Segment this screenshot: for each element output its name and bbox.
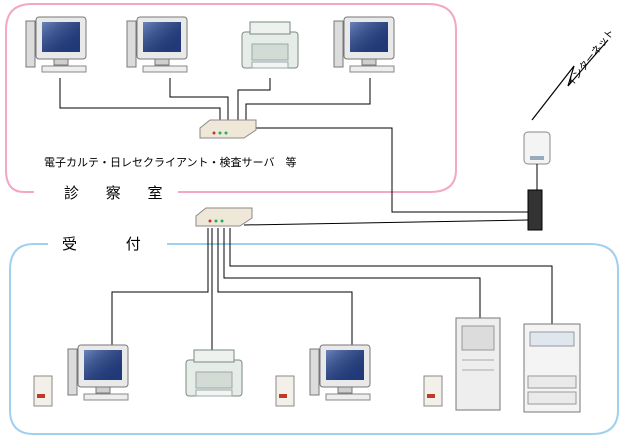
reception-cables [111, 219, 553, 350]
pc-icon [25, 16, 87, 73]
pc-icon [309, 344, 371, 401]
printer-icon [185, 349, 243, 397]
reception-border [9, 243, 619, 435]
tower-server-icon [455, 317, 501, 411]
internet-link [523, 39, 609, 231]
exam-cables [59, 78, 528, 213]
lightning-icon [531, 39, 609, 121]
server-icon [527, 189, 543, 231]
pc-icon [126, 16, 188, 73]
printer-icon [241, 21, 299, 69]
ups-icon [423, 375, 443, 407]
reception-label: 受 付 [58, 233, 167, 254]
exam-room-caption: 電子カルテ・日レセクライアント・検査サーバ 等 [44, 156, 297, 169]
router-icon [195, 207, 253, 227]
router-icon [199, 119, 257, 139]
pc-icon [67, 344, 129, 401]
ups-icon [33, 375, 53, 407]
ups-icon [275, 375, 295, 407]
exam-room-label: 診 察 室 [60, 182, 178, 203]
laser-printer-icon [523, 323, 581, 413]
exam-room-border [5, 3, 457, 193]
pc-icon [333, 16, 395, 73]
